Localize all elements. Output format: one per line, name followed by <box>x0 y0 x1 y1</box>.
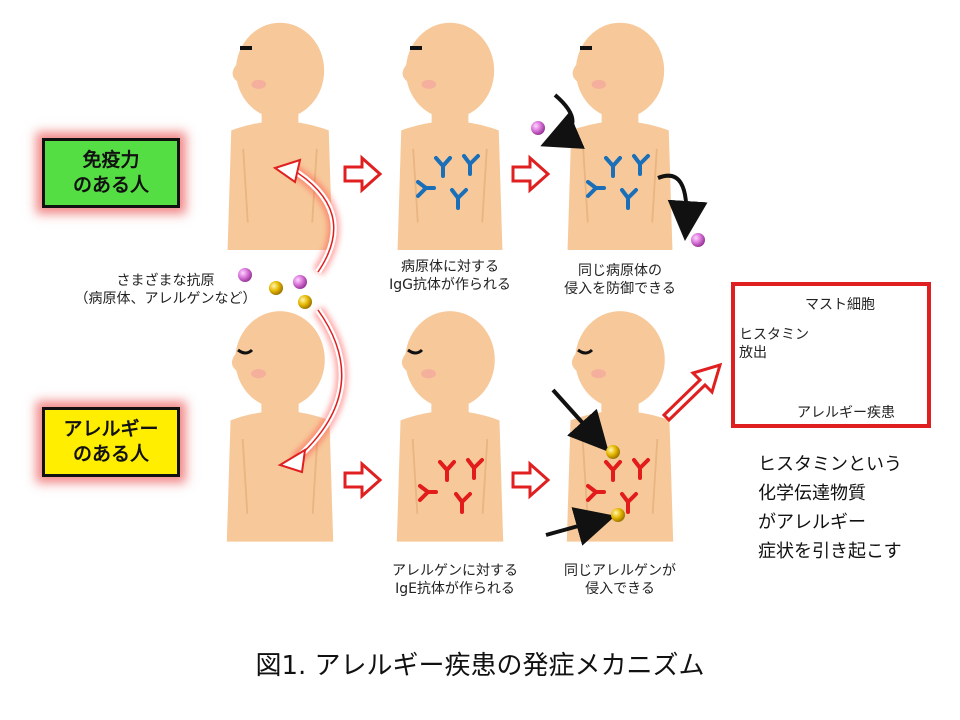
histamine-release-label: ヒスタミン 放出 <box>739 327 809 361</box>
ige-antibodies-bottom-3 <box>586 458 650 514</box>
person-bottom-3 <box>565 310 675 543</box>
step-arrow-bottom-1 <box>343 460 383 500</box>
step-arrow-top-1 <box>343 154 383 194</box>
person-bottom-1 <box>225 310 335 543</box>
igg-antibodies-top-2 <box>416 154 480 210</box>
pathogen-repelled <box>531 93 708 247</box>
allergen-entering <box>545 388 625 546</box>
person-bottom-2 <box>395 310 505 543</box>
igg-antibodies-top-3 <box>586 154 650 210</box>
person-top-3 <box>566 21 674 250</box>
top-step3-label: 同じ病原体の 侵入を防御できる <box>564 263 676 297</box>
figure-caption: 図1. アレルギー疾患の発症メカニズム <box>255 651 705 681</box>
mast-cell-panel: マスト細胞 ヒスタミン 放出 アレルギー疾患 <box>731 282 931 428</box>
mast-cell-title: マスト細胞 <box>805 297 875 313</box>
step-arrow-top-2 <box>511 154 551 194</box>
allergy-disease-label: アレルギー疾患 <box>797 405 895 421</box>
mast-arrow <box>661 362 723 423</box>
curved-arrow-down <box>277 306 348 474</box>
curved-arrow-up <box>272 158 340 276</box>
group-allergy-label: アレルギー のある人 <box>42 407 180 477</box>
person-top-1 <box>226 21 334 250</box>
group-immune-label: 免疫力 のある人 <box>42 138 180 208</box>
person-top-2 <box>396 21 504 250</box>
step-arrow-bottom-2 <box>511 460 551 500</box>
histamine-note: ヒスタミンという 化学伝達物質 がアレルギー 症状を引き起こす <box>758 454 902 562</box>
bottom-step3-label: 同じアレルゲンが 侵入できる <box>564 563 676 597</box>
antigen-cluster <box>238 268 312 309</box>
antigen-label: さまざまな抗原 （病原体、アレルゲンなど） <box>74 273 257 307</box>
ige-antibodies-bottom-2 <box>418 458 484 514</box>
top-step2-label: 病原体に対する IgG抗体が作られる <box>389 259 511 293</box>
bottom-step2-label: アレルゲンに対する IgE抗体が作られる <box>392 563 518 597</box>
